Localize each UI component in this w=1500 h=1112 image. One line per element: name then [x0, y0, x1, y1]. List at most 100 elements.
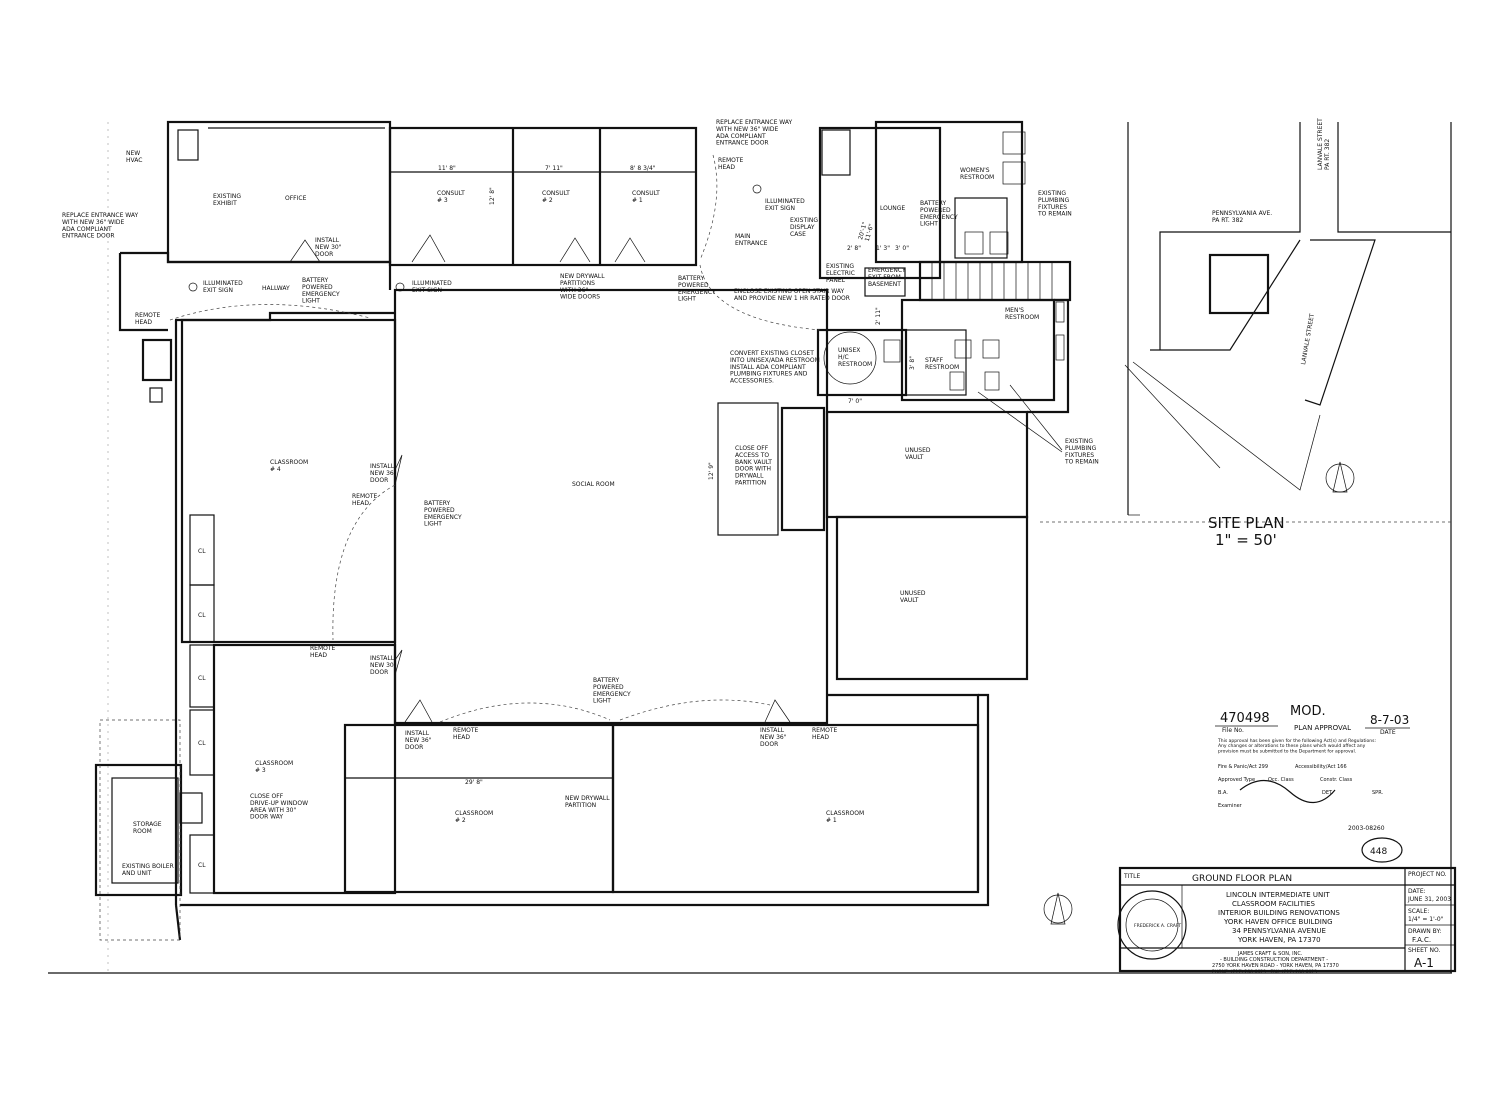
closet-label-3: CL	[198, 675, 206, 682]
approval-circle-number: 448	[1370, 847, 1387, 857]
mens-restroom-walls	[900, 298, 1056, 402]
approval-line-4: B.A.	[1218, 790, 1228, 796]
door-swings	[169, 154, 821, 723]
project-no-label: PROJECT NO.	[1408, 871, 1447, 878]
closet-label-4: CL	[198, 740, 206, 747]
dim-unisex-width: 7' 0"	[848, 398, 862, 405]
approval-plan-approval: PLAN APPROVAL	[1294, 724, 1351, 732]
approval-occ: Occ. Class	[1268, 777, 1294, 783]
exit-sign-icon	[752, 184, 762, 194]
date-label: DATE:	[1408, 888, 1426, 895]
dim-consult-3: 11' 8"	[438, 165, 456, 172]
drawn-by-label: DRAWN BY:	[1408, 928, 1441, 935]
room-classroom-4: CLASSROOM# 4	[270, 459, 308, 473]
north-arrow-main	[1043, 892, 1073, 925]
title-block: TITLE GROUND FLOOR PLAN PROJECT NO. LINC…	[1117, 866, 1457, 975]
approval-date-label: DATE	[1380, 729, 1396, 736]
scale-value: 1/4" = 1'-0"	[1408, 916, 1444, 923]
dimensions: 11' 8" 7' 11" 8' 8 3/4" 12' 8" 12' 9" 29…	[438, 165, 916, 786]
drawing-title: GROUND FLOOR PLAN	[1192, 874, 1292, 884]
date-value: JUNE 31, 2003	[1407, 896, 1451, 903]
exit-sign-symbols	[188, 184, 762, 292]
room-classroom-1: CLASSROOM# 1	[826, 810, 864, 824]
site-plan-title: SITE PLAN	[1208, 514, 1285, 532]
sheet-label: SHEET NO.	[1408, 947, 1440, 954]
scale-label: SCALE:	[1408, 908, 1429, 915]
company-line-1: JAMES CRAFT & SON, INC.	[1237, 951, 1303, 957]
project-line-2: CLASSROOM FACILITIES	[1232, 900, 1316, 908]
exit-sign-icon	[395, 282, 405, 292]
dim-consult-depth: 12' 8"	[489, 187, 496, 205]
consult-block-walls	[388, 126, 698, 267]
storage-room-walls	[94, 763, 183, 897]
project-line-1: LINCOLN INTERMEDIATE UNIT	[1226, 891, 1330, 899]
approval-circle	[1361, 837, 1403, 863]
closet-label-2: CL	[198, 612, 206, 619]
dim-vault-depth: 12' 9"	[708, 462, 715, 480]
approval-date: 8-7-03	[1370, 713, 1409, 727]
site-road-side-top: LANVALE STREETPA RT. 382	[1317, 118, 1331, 170]
dim-lounge-note: 20'-1"11'-6"	[857, 221, 875, 242]
approval-line-2: Accessibility/Act 166	[1295, 764, 1347, 770]
approval-file-label: File No.	[1222, 727, 1244, 734]
building-walls	[94, 120, 1072, 941]
approval-line-1: Fire & Panic/Act 299	[1218, 764, 1268, 770]
closet-label-5: CL	[198, 862, 206, 869]
dim-lounge-c: 3' 0"	[895, 245, 909, 252]
approval-stamp: 470498 MOD. 8-7-03 File No. PLAN APPROVA…	[1215, 704, 1410, 863]
classroom-1-walls	[611, 723, 980, 894]
project-line-5: 34 PENNSYLVANIA AVENUE	[1232, 927, 1326, 935]
vault-lower-walls	[835, 515, 1029, 681]
company-line-3: 2750 YORK HAVEN ROAD - YORK HAVEN, PA 17…	[1212, 963, 1339, 969]
title-block-frame	[1118, 866, 1457, 973]
office-walls	[166, 120, 392, 264]
room-hallway: HALLWAY	[262, 285, 290, 292]
approval-mod: MOD.	[1290, 704, 1326, 719]
project-line-3: INTERIOR BUILDING RENOVATIONS	[1218, 909, 1340, 917]
approval-det: DET.	[1322, 790, 1333, 796]
dim-lounge-b: 1' 3"	[876, 245, 890, 252]
dim-lounge-a: 2' 8"	[847, 245, 861, 252]
dim-consult-1: 8' 8 3/4"	[630, 165, 656, 172]
company-line-4: PHONE: (717) 266-6629 - FAX: (717) 266-6…	[1212, 969, 1317, 975]
title-label: TITLE	[1123, 873, 1140, 880]
site-road-main: PENNSYLVANIA AVE.PA RT. 382	[1212, 210, 1272, 224]
north-arrow-site	[1325, 463, 1355, 493]
approval-const: Constr. Class	[1320, 777, 1353, 783]
wheelchair-turning-circle	[823, 331, 877, 385]
room-lounge: LOUNGE	[880, 205, 905, 212]
dim-classroom-2-width: 29' 8"	[465, 779, 483, 786]
vault-upper-walls	[825, 410, 1029, 519]
